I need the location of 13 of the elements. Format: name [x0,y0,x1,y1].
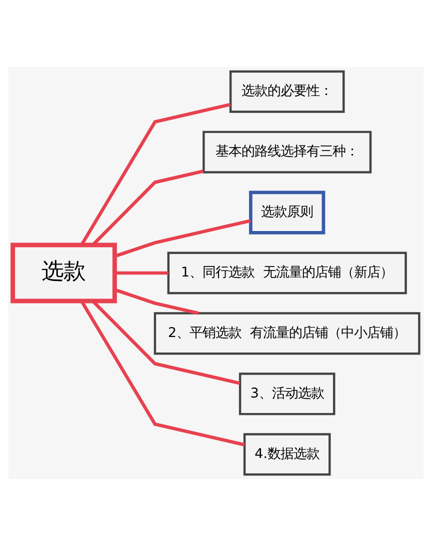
node-box: 1、同行选款 无流量的店铺（新店） [167,251,407,294]
connector [114,218,251,258]
node-box: 2、平销选款 有流量的店铺（中小店铺） [154,312,420,354]
node-box: 3、活动选款 [238,372,336,415]
node-box: 4.数据选款 [243,432,331,476]
node-box: 选款的必要性： [229,70,345,112]
connector [92,169,204,246]
node-box: 基本的路线选择有三种： [202,130,372,173]
connector [80,102,231,246]
node-box: 选款 [10,242,117,303]
node-box: 选款原则 [249,190,326,234]
connector [115,270,168,274]
connector [114,288,199,314]
